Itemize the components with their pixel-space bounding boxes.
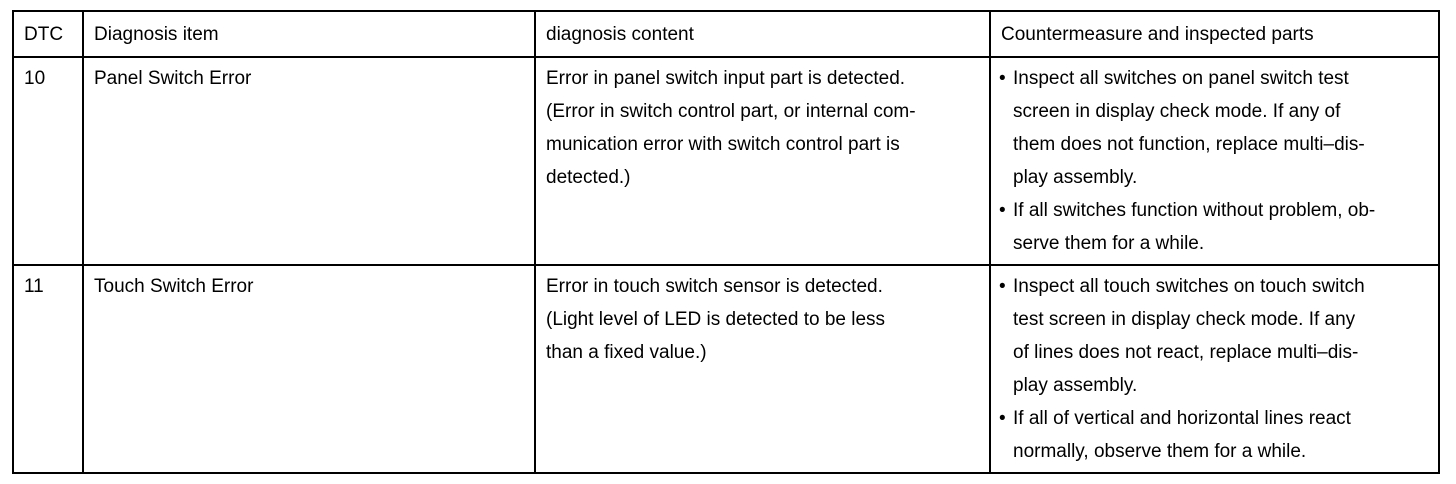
countermeasure-item: • Inspect all switches on panel switch t…: [999, 62, 1432, 194]
header-dtc: DTC: [12, 10, 84, 58]
content-line: Error in touch switch sensor is detected…: [546, 276, 883, 297]
content-line: (Error in switch control part, or intern…: [546, 101, 916, 122]
measure-line: play assembly.: [1013, 167, 1138, 188]
countermeasure-item: • If all switches function without probl…: [999, 194, 1432, 260]
bullet-icon: •: [999, 200, 1006, 221]
header-countermeasure: Countermeasure and inspected parts: [989, 10, 1440, 58]
countermeasure-cell: • Inspect all touch switches on touch sw…: [989, 264, 1440, 474]
diagnosis-content-cell: Error in touch switch sensor is detected…: [534, 264, 991, 474]
content-line: detected.): [546, 167, 631, 188]
diagnosis-content-cell: Error in panel switch input part is dete…: [534, 56, 991, 266]
bullet-icon: •: [999, 408, 1006, 429]
measure-line: serve them for a while.: [1013, 233, 1205, 254]
countermeasure-list: • Inspect all switches on panel switch t…: [999, 62, 1432, 260]
content-line: (Light level of LED is detected to be le…: [546, 309, 886, 330]
header-diagnosis-content: diagnosis content: [534, 10, 991, 58]
countermeasure-cell: • Inspect all switches on panel switch t…: [989, 56, 1440, 266]
measure-line: If all switches function without problem…: [1013, 200, 1376, 221]
content-line: than a fixed value.): [546, 342, 707, 363]
content-line: munication error with switch control par…: [546, 134, 900, 155]
table-header-row: DTC Diagnosis item diagnosis content Cou…: [12, 10, 1440, 58]
measure-line: them does not function, replace multi–di…: [1013, 134, 1365, 155]
diagnosis-table: DTC Diagnosis item diagnosis content Cou…: [12, 10, 1440, 474]
measure-line: Inspect all touch switches on touch swit…: [1013, 276, 1365, 297]
diagnosis-item-cell: Panel Switch Error: [82, 56, 536, 266]
dtc-cell: 11: [12, 264, 84, 474]
measure-line: normally, observe them for a while.: [1013, 441, 1307, 462]
diagnosis-item-cell: Touch Switch Error: [82, 264, 536, 474]
countermeasure-list: • Inspect all touch switches on touch sw…: [999, 270, 1432, 468]
countermeasure-item: • Inspect all touch switches on touch sw…: [999, 270, 1432, 402]
measure-line: play assembly.: [1013, 375, 1138, 396]
measure-line: Inspect all switches on panel switch tes…: [1013, 68, 1349, 89]
table-row: 11 Touch Switch Error Error in touch swi…: [12, 264, 1440, 474]
header-diagnosis-item: Diagnosis item: [82, 10, 536, 58]
bullet-icon: •: [999, 276, 1006, 297]
content-line: Error in panel switch input part is dete…: [546, 68, 906, 89]
measure-line: screen in display check mode. If any of: [1013, 101, 1341, 122]
table-row: 10 Panel Switch Error Error in panel swi…: [12, 56, 1440, 266]
measure-line: If all of vertical and horizontal lines …: [1013, 408, 1351, 429]
countermeasure-item: • If all of vertical and horizontal line…: [999, 402, 1432, 468]
diagnosis-table-container: DTC Diagnosis item diagnosis content Cou…: [12, 10, 1440, 474]
bullet-icon: •: [999, 68, 1006, 89]
measure-line: of lines does not react, replace multi–d…: [1013, 342, 1359, 363]
dtc-cell: 10: [12, 56, 84, 266]
measure-line: test screen in display check mode. If an…: [1013, 309, 1356, 330]
